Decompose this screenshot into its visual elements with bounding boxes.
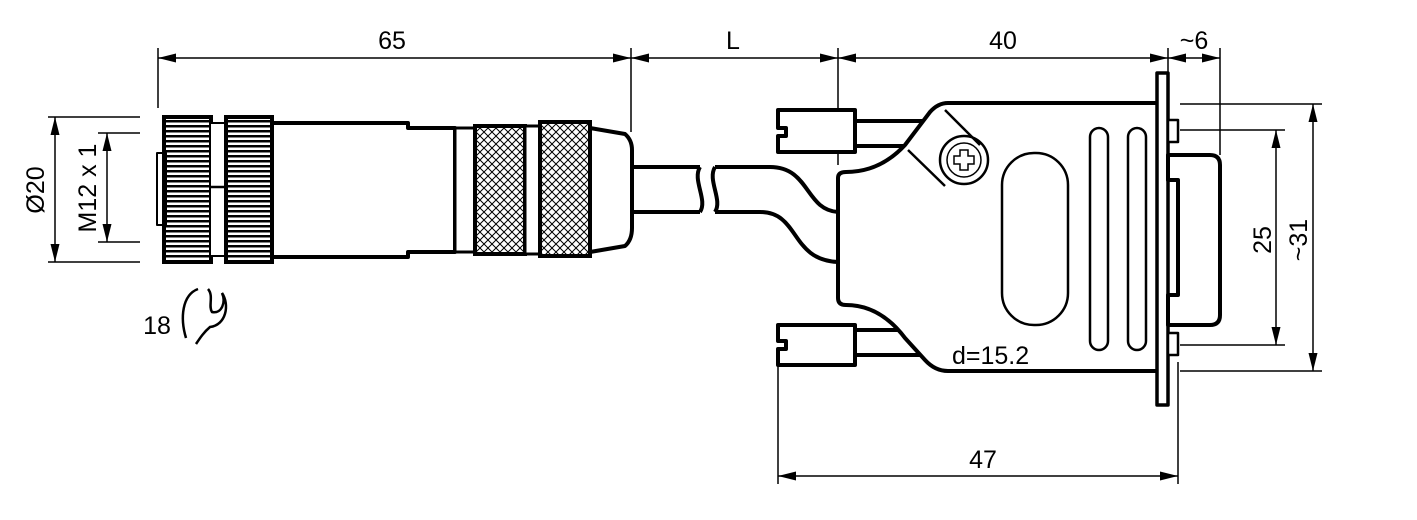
wrench-icon — [181, 287, 228, 345]
dim-label-47: 47 — [969, 446, 997, 474]
dim-label-cable-diameter: d=15.2 — [952, 342, 1029, 370]
dsub-connector — [776, 71, 1222, 407]
cable — [631, 165, 839, 264]
dim-label-31: ~31 — [1285, 219, 1313, 261]
dim-label-25: 25 — [1249, 226, 1277, 254]
dim-label-40: 40 — [989, 27, 1017, 55]
screw-icon — [938, 134, 990, 186]
m12-plug — [156, 115, 634, 264]
dim-label-cable-length: L — [726, 27, 740, 55]
dim-label-diameter: Ø20 — [22, 166, 50, 213]
dim-label-thread: M12 x 1 — [74, 144, 102, 233]
dim-label-flange-offset: ~6 — [1180, 27, 1209, 55]
dim-label-wrench-size: 18 — [143, 312, 171, 340]
dimension-lines — [48, 48, 1322, 484]
dim-label-65: 65 — [378, 27, 406, 55]
